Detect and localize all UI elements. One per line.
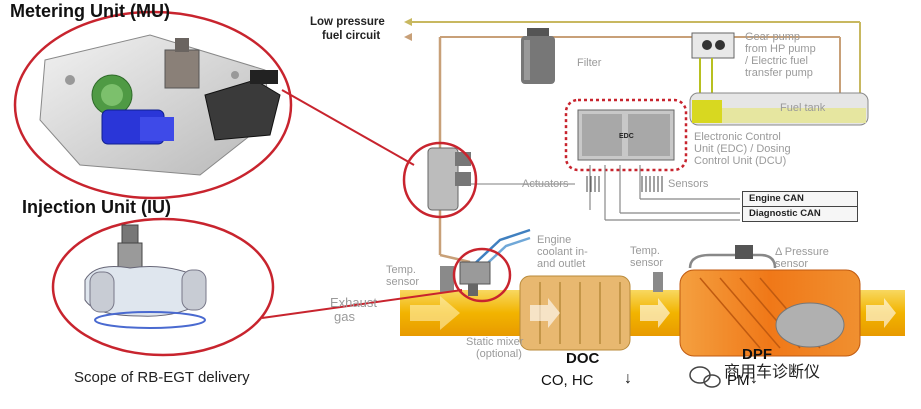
filter-label: Filter xyxy=(577,57,602,69)
fuel-supply-lines xyxy=(404,18,861,264)
metering-unit-large xyxy=(39,34,281,176)
low-pressure-label: Low pressure xyxy=(310,16,385,28)
diagnostic-can-box: Diagnostic CAN xyxy=(742,206,858,222)
scope-label: Scope of RB-EGT delivery xyxy=(74,369,250,386)
injector-on-pipe xyxy=(459,261,491,296)
pm-label: PM xyxy=(727,372,750,389)
injection-unit-large xyxy=(84,224,207,329)
gear-pump-line-4: transfer pump xyxy=(745,67,813,79)
temp-sensor-left-line-1: Temp. xyxy=(386,264,416,276)
coolant-line-3: and outlet xyxy=(537,258,586,270)
edc-label: EDC xyxy=(619,133,634,140)
fuel-tank-label: Fuel tank xyxy=(780,102,826,114)
mixer-line-1: Static mixer xyxy=(466,336,524,348)
dpf-label: DPF xyxy=(742,346,772,363)
gear-pump-component xyxy=(691,32,735,96)
ecu-line-3: Control Unit (DCU) xyxy=(694,155,787,167)
watermark-text: 商用车诊断仪 xyxy=(724,364,821,381)
gear-pump-line-1: Gear pump xyxy=(745,31,801,43)
fuel-circuit-label: fuel circuit xyxy=(322,30,381,42)
exhaust-line-2: gas xyxy=(334,309,355,324)
temp-sensor-left-line-2: sensor xyxy=(386,276,420,288)
filter-component xyxy=(521,28,555,84)
actuators-label: Actuators xyxy=(522,178,569,190)
injection-unit-title: Injection Unit (IU) xyxy=(22,197,171,217)
exhaust-line-1: Exhaust xyxy=(330,295,377,310)
temp-sensor-mid-line-2: sensor xyxy=(630,257,664,269)
fuel-tank-component xyxy=(689,92,869,126)
co-hc-label: CO, HC xyxy=(541,372,594,389)
temp-sensor-mid-line-1: Temp. xyxy=(630,245,660,257)
dp-sensor-line-2: sensor xyxy=(775,258,809,270)
sensors-label: Sensors xyxy=(668,178,709,190)
ecu-component xyxy=(470,98,740,221)
metering-unit-small xyxy=(427,147,471,211)
arrow-down-icon: ↓ xyxy=(624,370,632,387)
highlight-rings xyxy=(13,10,512,357)
engine-can-box: Engine CAN xyxy=(742,191,858,207)
metering-unit-title: Metering Unit (MU) xyxy=(10,1,170,21)
ecu-line-2: Unit (EDC) / Dosing xyxy=(694,143,791,155)
wechat-icon xyxy=(689,366,721,388)
coolant-line-1: Engine xyxy=(537,234,572,246)
gear-pump-line-3: / Electric fuel xyxy=(745,55,808,67)
doc-label: DOC xyxy=(566,350,600,367)
dp-sensor-line-1: Δ Pressure xyxy=(775,246,829,258)
arrow-down-icon: ↓ xyxy=(750,370,758,387)
exhaust-pipe xyxy=(400,245,905,357)
mixer-line-2: (optional) xyxy=(476,348,522,360)
ecu-line-1: Electronic Control xyxy=(694,131,781,143)
coolant-line-2: coolant in- xyxy=(537,246,588,258)
gear-pump-line-2: from HP pump xyxy=(745,43,816,55)
